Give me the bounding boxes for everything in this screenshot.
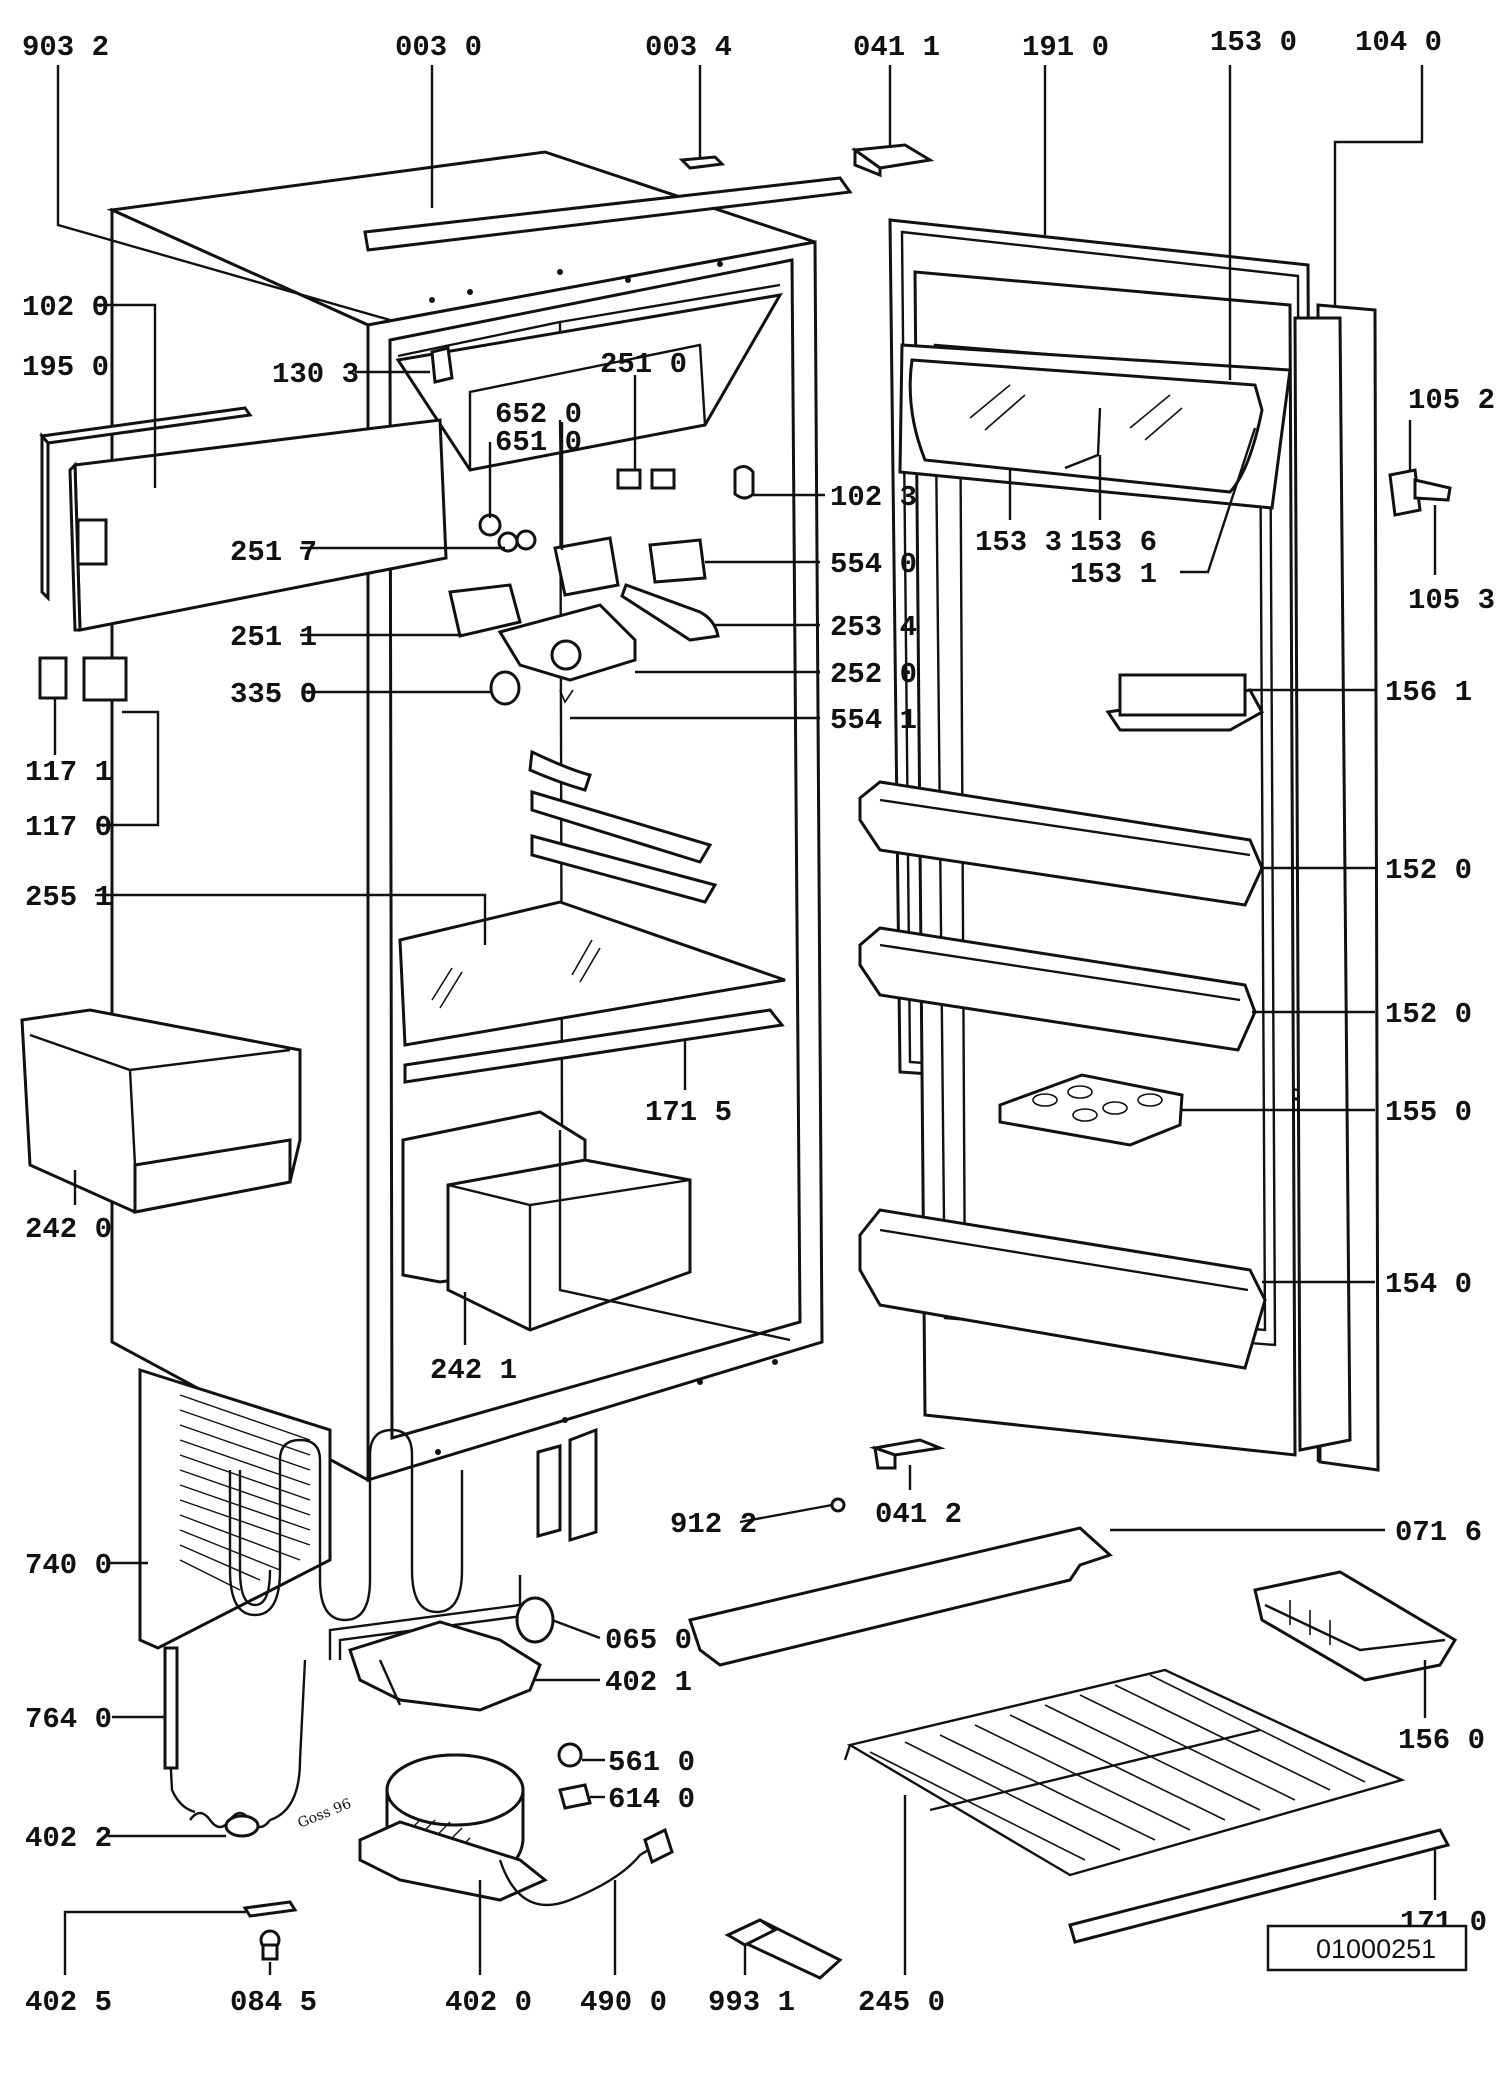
label-651-0: 651 0 (495, 426, 582, 459)
label-402-5: 402 5 (25, 1986, 112, 2019)
label-156-0: 156 0 (1398, 1724, 1485, 1757)
label-105-3: 105 3 (1408, 584, 1495, 617)
document-reference: 01000251 (1316, 1934, 1436, 1964)
label-903-2: 903 2 (22, 31, 109, 64)
label-402-1: 402 1 (605, 1666, 692, 1699)
label-104-0: 104 0 (1355, 26, 1442, 59)
label-153-1: 153 1 (1070, 558, 1157, 591)
part-labels: 903 2 003 0 003 4 041 1 191 0 153 0 104 … (22, 26, 1495, 2019)
label-252-0: 252 0 (830, 658, 917, 691)
label-152-0-upper: 152 0 (1385, 854, 1472, 887)
label-117-0: 117 0 (25, 811, 112, 844)
leader-lines (53, 65, 1437, 1975)
label-335-0: 335 0 (230, 678, 317, 711)
label-152-0-lower: 152 0 (1385, 998, 1472, 1031)
label-171-5: 171 5 (645, 1096, 732, 1129)
label-105-2: 105 2 (1408, 384, 1495, 417)
label-253-4: 253 4 (830, 611, 917, 644)
label-402-2: 402 2 (25, 1822, 112, 1855)
label-102-0: 102 0 (22, 291, 109, 324)
thermostat-assembly (430, 346, 755, 706)
label-153-6: 153 6 (1070, 526, 1157, 559)
label-041-1: 041 1 (853, 31, 940, 64)
label-191-0: 191 0 (1022, 31, 1109, 64)
left-parts (20, 406, 448, 1214)
label-041-2: 041 2 (875, 1498, 962, 1531)
label-130-3: 130 3 (272, 358, 359, 391)
label-402-0: 402 0 (445, 1986, 532, 2019)
label-102-3: 102 3 (830, 481, 917, 514)
label-251-1: 251 1 (230, 621, 317, 654)
label-195-0: 195 0 (22, 351, 109, 384)
label-156-1: 156 1 (1385, 676, 1472, 709)
label-084-5: 084 5 (230, 1986, 317, 2019)
label-155-0: 155 0 (1385, 1096, 1472, 1129)
label-255-1: 255 1 (25, 881, 112, 914)
label-153-3: 153 3 (975, 526, 1062, 559)
label-764-0: 764 0 (25, 1703, 112, 1736)
condenser-compressor (138, 1367, 674, 1961)
document-reference-box (1266, 1924, 1468, 1972)
accessories (688, 1526, 1458, 1980)
label-652-0: 652 0 (495, 398, 582, 431)
label-003-0: 003 0 (395, 31, 482, 64)
door-assembly (678, 143, 1452, 1513)
label-065-0: 065 0 (605, 1624, 692, 1657)
signature-text: Goss 96 (296, 1796, 354, 1832)
label-554-0: 554 0 (830, 548, 917, 581)
label-993-1: 993 1 (708, 1986, 795, 2019)
label-242-0: 242 0 (25, 1213, 112, 1246)
label-003-4: 003 4 (645, 31, 732, 64)
label-251-0: 251 0 (600, 348, 687, 381)
label-153-0: 153 0 (1210, 26, 1297, 59)
label-740-0: 740 0 (25, 1549, 112, 1582)
label-490-0: 490 0 (580, 1986, 667, 2019)
label-554-1: 554 1 (830, 704, 917, 737)
label-912-2: 912 2 (670, 1508, 757, 1541)
label-251-7: 251 7 (230, 536, 317, 569)
label-154-0: 154 0 (1385, 1268, 1472, 1301)
label-242-1: 242 1 (430, 1354, 517, 1387)
label-614-0: 614 0 (608, 1783, 695, 1816)
label-117-1: 117 1 (25, 756, 112, 789)
cabinet-body (106, 150, 853, 1483)
label-071-6: 071 6 (1395, 1516, 1482, 1549)
label-245-0: 245 0 (858, 1986, 945, 2019)
label-561-0: 561 0 (608, 1746, 695, 1779)
